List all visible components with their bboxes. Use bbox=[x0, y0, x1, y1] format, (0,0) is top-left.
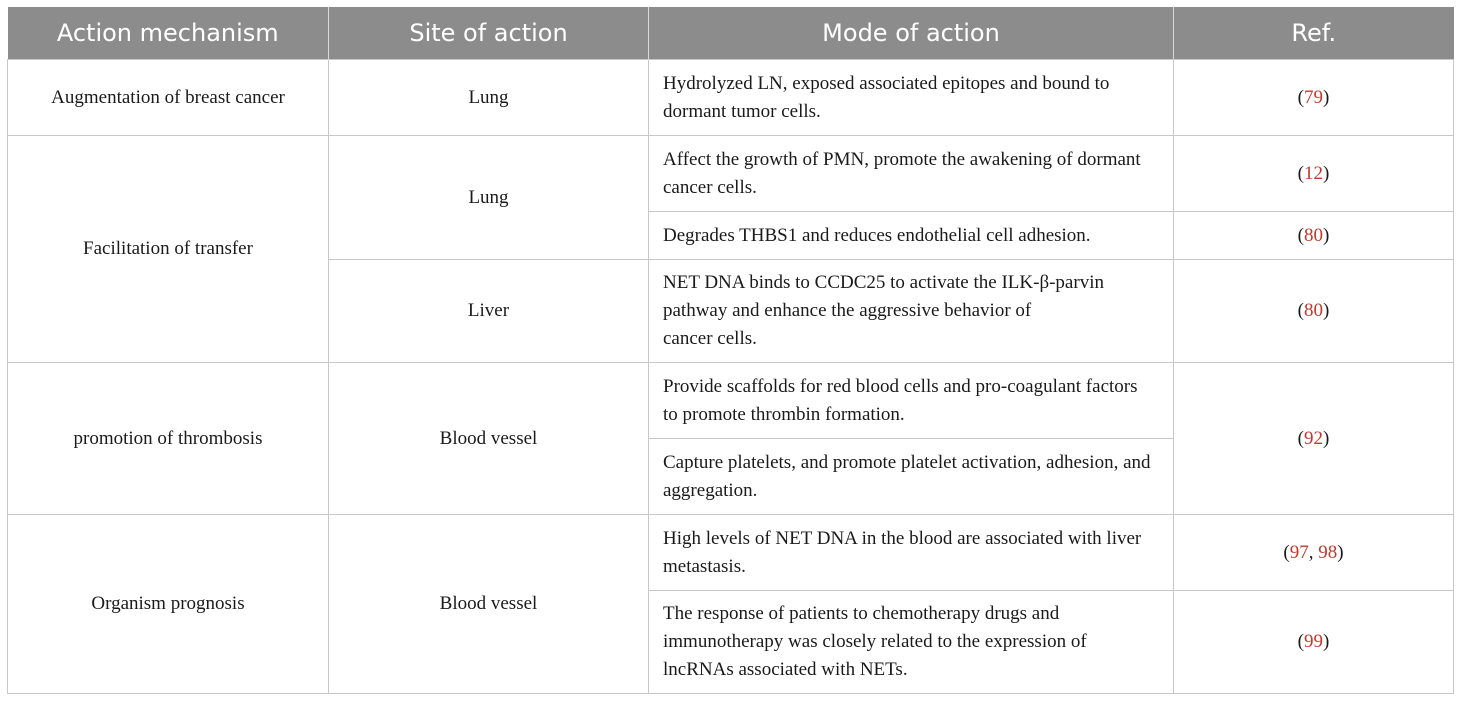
mode-cell: High levels of NET DNA in the blood are … bbox=[648, 514, 1174, 591]
header-ref: Ref. bbox=[1173, 7, 1454, 60]
site-cell: Lung bbox=[328, 135, 649, 260]
mode-line: cancer cells. bbox=[663, 328, 757, 349]
ref-paren-open: ( bbox=[1297, 224, 1304, 246]
site-cell: Lung bbox=[328, 59, 649, 136]
ref-link[interactable]: 98 bbox=[1318, 541, 1338, 563]
table-row: Augmentation of breast cancer Lung Hydro… bbox=[7, 59, 1454, 136]
net-action-mechanism-table: Action mechanism Site of action Mode of … bbox=[7, 7, 1454, 694]
mode-cell: Affect the growth of PMN, promote the aw… bbox=[648, 135, 1174, 212]
site-cell: Blood vessel bbox=[328, 514, 649, 694]
ref-paren-open: ( bbox=[1297, 300, 1304, 321]
mechanism-cell: promotion of thrombosis bbox=[7, 362, 329, 515]
ref-paren-close: ) bbox=[1337, 541, 1344, 563]
ref-paren-close: ) bbox=[1323, 224, 1330, 246]
site-cell: Blood vessel bbox=[328, 362, 649, 515]
mechanism-cell: Augmentation of breast cancer bbox=[7, 59, 329, 136]
ref-cell: (80) bbox=[1173, 259, 1454, 363]
ref-cell: (97, 98) bbox=[1173, 514, 1454, 591]
site-cell: Liver bbox=[328, 259, 649, 363]
ref-link[interactable]: 79 bbox=[1304, 86, 1323, 108]
header-row: Action mechanism Site of action Mode of … bbox=[7, 7, 1454, 60]
ref-link[interactable]: 99 bbox=[1304, 631, 1323, 652]
ref-paren-open: ( bbox=[1297, 631, 1304, 652]
reference-table-container: Action mechanism Site of action Mode of … bbox=[7, 7, 1454, 694]
mode-cell: NET DNA binds to CCDC25 to activate the … bbox=[648, 259, 1174, 363]
table-row: Organism prognosis Blood vessel High lev… bbox=[7, 514, 1454, 694]
header-action-mechanism: Action mechanism bbox=[7, 7, 329, 60]
mode-line: pathway and enhance the aggressive behav… bbox=[663, 300, 1032, 321]
mechanism-cell: Organism prognosis bbox=[7, 514, 329, 694]
table-header: Action mechanism Site of action Mode of … bbox=[7, 7, 1454, 60]
ref-cell: (80) bbox=[1173, 211, 1454, 260]
table-row: Facilitation of transfer Lung Affect the… bbox=[7, 135, 1454, 363]
ref-cell: (12) bbox=[1173, 135, 1454, 212]
table-body: Augmentation of breast cancer Lung Hydro… bbox=[7, 59, 1454, 694]
mode-cell: Provide scaffolds for red blood cells an… bbox=[648, 362, 1174, 439]
mode-cell: The response of patients to chemotherapy… bbox=[648, 590, 1174, 694]
ref-paren-open: ( bbox=[1297, 86, 1304, 108]
ref-link[interactable]: 92 bbox=[1304, 427, 1323, 449]
ref-link[interactable]: 97 bbox=[1289, 541, 1309, 563]
header-site-of-action: Site of action bbox=[328, 7, 649, 60]
ref-paren-close: ) bbox=[1323, 86, 1330, 108]
ref-paren-close: ) bbox=[1323, 427, 1330, 449]
table-row: Liver NET DNA binds to CCDC25 to activat… bbox=[8, 259, 1454, 363]
ref-paren-close: ) bbox=[1323, 162, 1330, 184]
ref-cell: (92) bbox=[1173, 362, 1454, 515]
table-row: promotion of thrombosis Blood vessel Pro… bbox=[7, 362, 1454, 515]
ref-separator: , bbox=[1308, 541, 1319, 563]
mode-cell: Degrades THBS1 and reduces endothelial c… bbox=[648, 211, 1174, 260]
table-row: The response of patients to chemotherapy… bbox=[8, 590, 1454, 694]
table-row: Capture platelets, and promote platelet … bbox=[8, 438, 1454, 515]
ref-paren-open: ( bbox=[1283, 541, 1290, 563]
table-row: Degrades THBS1 and reduces endothelial c… bbox=[8, 211, 1454, 260]
mode-cell: Capture platelets, and promote platelet … bbox=[648, 438, 1174, 515]
mode-line: NET DNA binds to CCDC25 to activate the … bbox=[663, 272, 1104, 293]
header-mode-of-action: Mode of action bbox=[648, 7, 1174, 60]
mechanism-cell: Facilitation of transfer bbox=[7, 135, 329, 363]
ref-paren-close: ) bbox=[1323, 300, 1330, 321]
ref-paren-open: ( bbox=[1297, 162, 1304, 184]
ref-link[interactable]: 80 bbox=[1304, 224, 1323, 246]
ref-link[interactable]: 12 bbox=[1304, 162, 1323, 184]
mode-cell: Hydrolyzed LN, exposed associated epitop… bbox=[648, 59, 1174, 136]
ref-link[interactable]: 80 bbox=[1304, 300, 1323, 321]
ref-paren-open: ( bbox=[1297, 427, 1304, 449]
ref-cell: (99) bbox=[1173, 590, 1454, 694]
ref-cell: (79) bbox=[1173, 59, 1454, 136]
ref-paren-close: ) bbox=[1323, 631, 1330, 652]
